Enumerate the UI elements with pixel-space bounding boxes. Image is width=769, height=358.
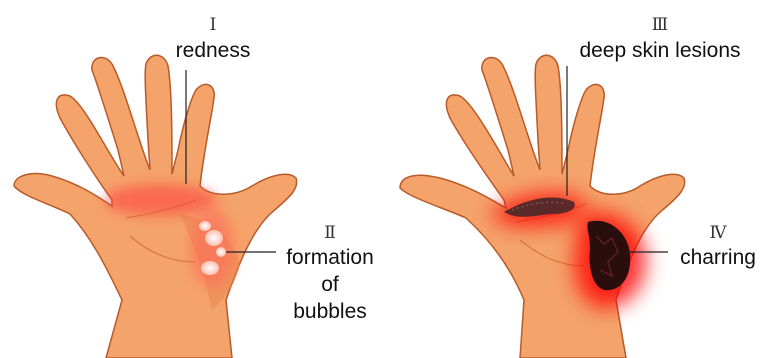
redness-area [104, 184, 216, 216]
degree-1-numeral: Ⅰ [210, 15, 217, 35]
blister [199, 221, 211, 231]
blister [216, 247, 226, 257]
degree-2-numeral: Ⅱ [324, 223, 336, 243]
blister-glow [190, 208, 234, 288]
degree-3-numeral: Ⅲ [652, 15, 668, 35]
degree-2-label-line-3: bubbles [293, 300, 367, 323]
degree-4-label: charring [680, 246, 756, 269]
degree-2-label-line-1: formation [286, 246, 374, 269]
blister [205, 230, 223, 246]
degree-2-label-line-2: of [321, 273, 339, 296]
blister [201, 261, 219, 275]
right-hand [400, 55, 685, 358]
degree-3-label: deep skin lesions [579, 39, 740, 62]
degree-4-numeral: Ⅳ [710, 223, 728, 243]
left-hand [14, 55, 297, 358]
degree-1-label: redness [176, 39, 251, 62]
